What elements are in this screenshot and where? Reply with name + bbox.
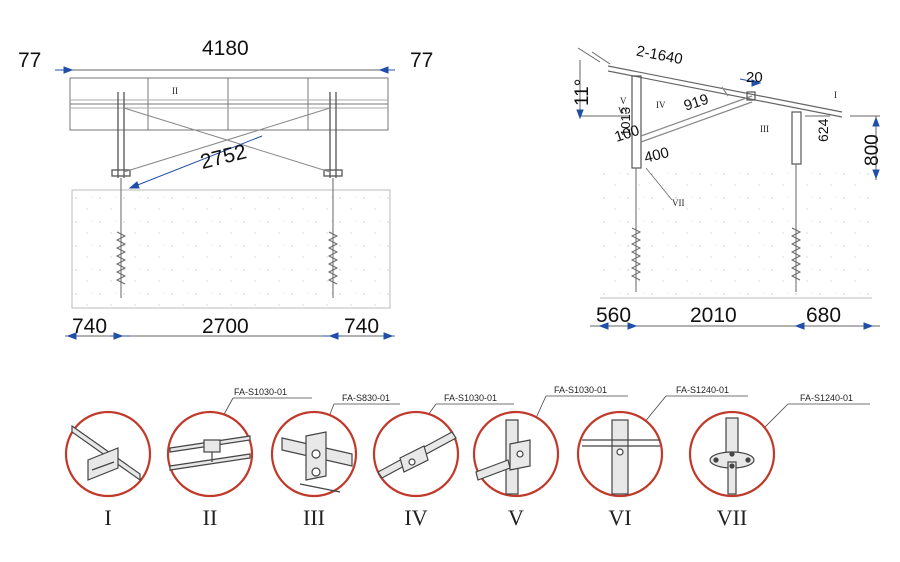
part-label-iii: FA-S1030-01: [234, 387, 287, 397]
dim-total-width: 4180: [202, 37, 249, 60]
side-panels: [607, 65, 843, 118]
part-label-vi: FA-S1240-01: [676, 385, 729, 395]
detail-label-ii: II: [203, 505, 218, 530]
detail-label-v: V: [508, 505, 524, 530]
dim-left-overhang: 77: [18, 49, 41, 72]
detail-iv-art: [377, 431, 457, 479]
detail-vii-art: [709, 417, 755, 495]
part-label-iv: FA-S1030-01: [444, 393, 497, 403]
detail-vi-art: [582, 419, 660, 495]
part-label-extra: FA-S830-01: [342, 393, 390, 403]
detail-label-vi: VI: [608, 505, 631, 530]
dim-front-edge: 560: [596, 304, 631, 327]
dim-post-span: 2010: [690, 304, 737, 327]
dim-right-overhang: 77: [410, 49, 433, 72]
front-dimension-lines: [55, 66, 395, 340]
front-ground-screws: [115, 178, 339, 298]
dim-rear-leg: 624: [815, 118, 831, 142]
dim-panels: 2-1640: [635, 43, 684, 69]
dim-rear-edge: 680: [806, 304, 841, 327]
dim-span: 2700: [202, 315, 249, 338]
detail-v-art: [475, 419, 531, 495]
front-panels: [69, 77, 389, 131]
dim-brace-bottom: 400: [642, 144, 670, 167]
detail-ii-art: [169, 435, 251, 471]
front-ground: [71, 189, 391, 309]
side-callout-vii: VII: [672, 198, 685, 208]
detail-label-vii: VII: [717, 505, 748, 530]
detail-iii-art: [281, 431, 353, 493]
part-label-v: FA-S1030-01: [554, 385, 607, 395]
front-view: 4180 77 77 2752 740 2700 740 II: [18, 37, 433, 340]
side-dimension-lines: [576, 47, 880, 330]
detail-row: FA-S1030-01 FA-S830-01 FA-S1030-01 FA-S1…: [64, 385, 870, 530]
dim-rear-height: 800: [862, 134, 883, 166]
dim-right-edge: 740: [344, 315, 379, 338]
side-view: 11° 2-1640 20 1013 100 919 400 624 800 5…: [572, 43, 883, 330]
detail-label-i: I: [104, 505, 111, 530]
detail-i-art: [71, 424, 141, 482]
part-label-vii: FA-S1240-01: [800, 393, 853, 403]
dim-angle: 11°: [572, 79, 593, 106]
dim-brace-top: 100: [613, 122, 642, 146]
detail-label-iii: III: [303, 505, 325, 530]
side-callout-i: I: [834, 90, 837, 100]
detail-label-iv: IV: [404, 505, 427, 530]
side-callout-iv: IV: [656, 100, 666, 110]
dim-offset: 20: [746, 69, 763, 86]
side-callout-vi: VI: [618, 106, 628, 116]
dim-front-height: 1013: [618, 107, 633, 136]
side-callout-v: V: [620, 96, 627, 106]
side-ground: [600, 168, 872, 298]
side-callout-iii: III: [760, 124, 769, 134]
side-ground-screws: [630, 164, 802, 292]
dim-brace-length: 919: [682, 91, 711, 115]
dim-diagonal: 2752: [198, 140, 249, 174]
front-callout-ii: II: [172, 86, 178, 96]
detail-labels: I II III IV V VI VII: [104, 505, 747, 530]
front-legs: [111, 92, 343, 178]
dim-left-edge: 740: [72, 315, 107, 338]
